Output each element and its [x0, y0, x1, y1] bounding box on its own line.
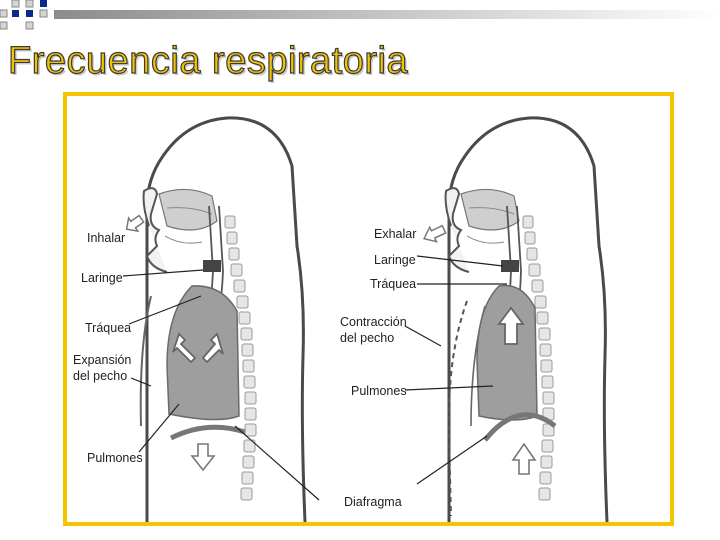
- label-lungs-left: Pulmones: [87, 451, 143, 465]
- label-chest-expansion-2: del pecho: [73, 369, 127, 383]
- label-chest-contraction-2: del pecho: [340, 331, 394, 345]
- label-diaphragm: Diafragma: [344, 495, 402, 509]
- respiration-diagram-frame: Inhalar Laringe Tráquea Expansión del pe…: [63, 92, 674, 526]
- respiration-diagram: Inhalar Laringe Tráquea Expansión del pe…: [67, 96, 670, 522]
- label-inhale: Inhalar: [87, 231, 125, 245]
- right-leader-lines: [235, 256, 507, 500]
- label-exhale: Exhalar: [374, 227, 416, 241]
- corner-tiles-decoration: [0, 0, 720, 40]
- label-chest-expansion-1: Expansión: [73, 353, 131, 367]
- label-trachea-left: Tráquea: [85, 321, 131, 335]
- label-lungs-right: Pulmones: [351, 384, 407, 398]
- label-larynx-left: Laringe: [81, 271, 123, 285]
- label-trachea-right: Tráquea: [370, 277, 416, 291]
- left-body-figure: [122, 118, 305, 522]
- right-body-figure: [421, 118, 607, 522]
- label-chest-contraction-1: Contracción: [340, 315, 407, 329]
- slide-title: Frecuencia respiratoria: [8, 40, 408, 83]
- label-larynx-right: Laringe: [374, 253, 416, 267]
